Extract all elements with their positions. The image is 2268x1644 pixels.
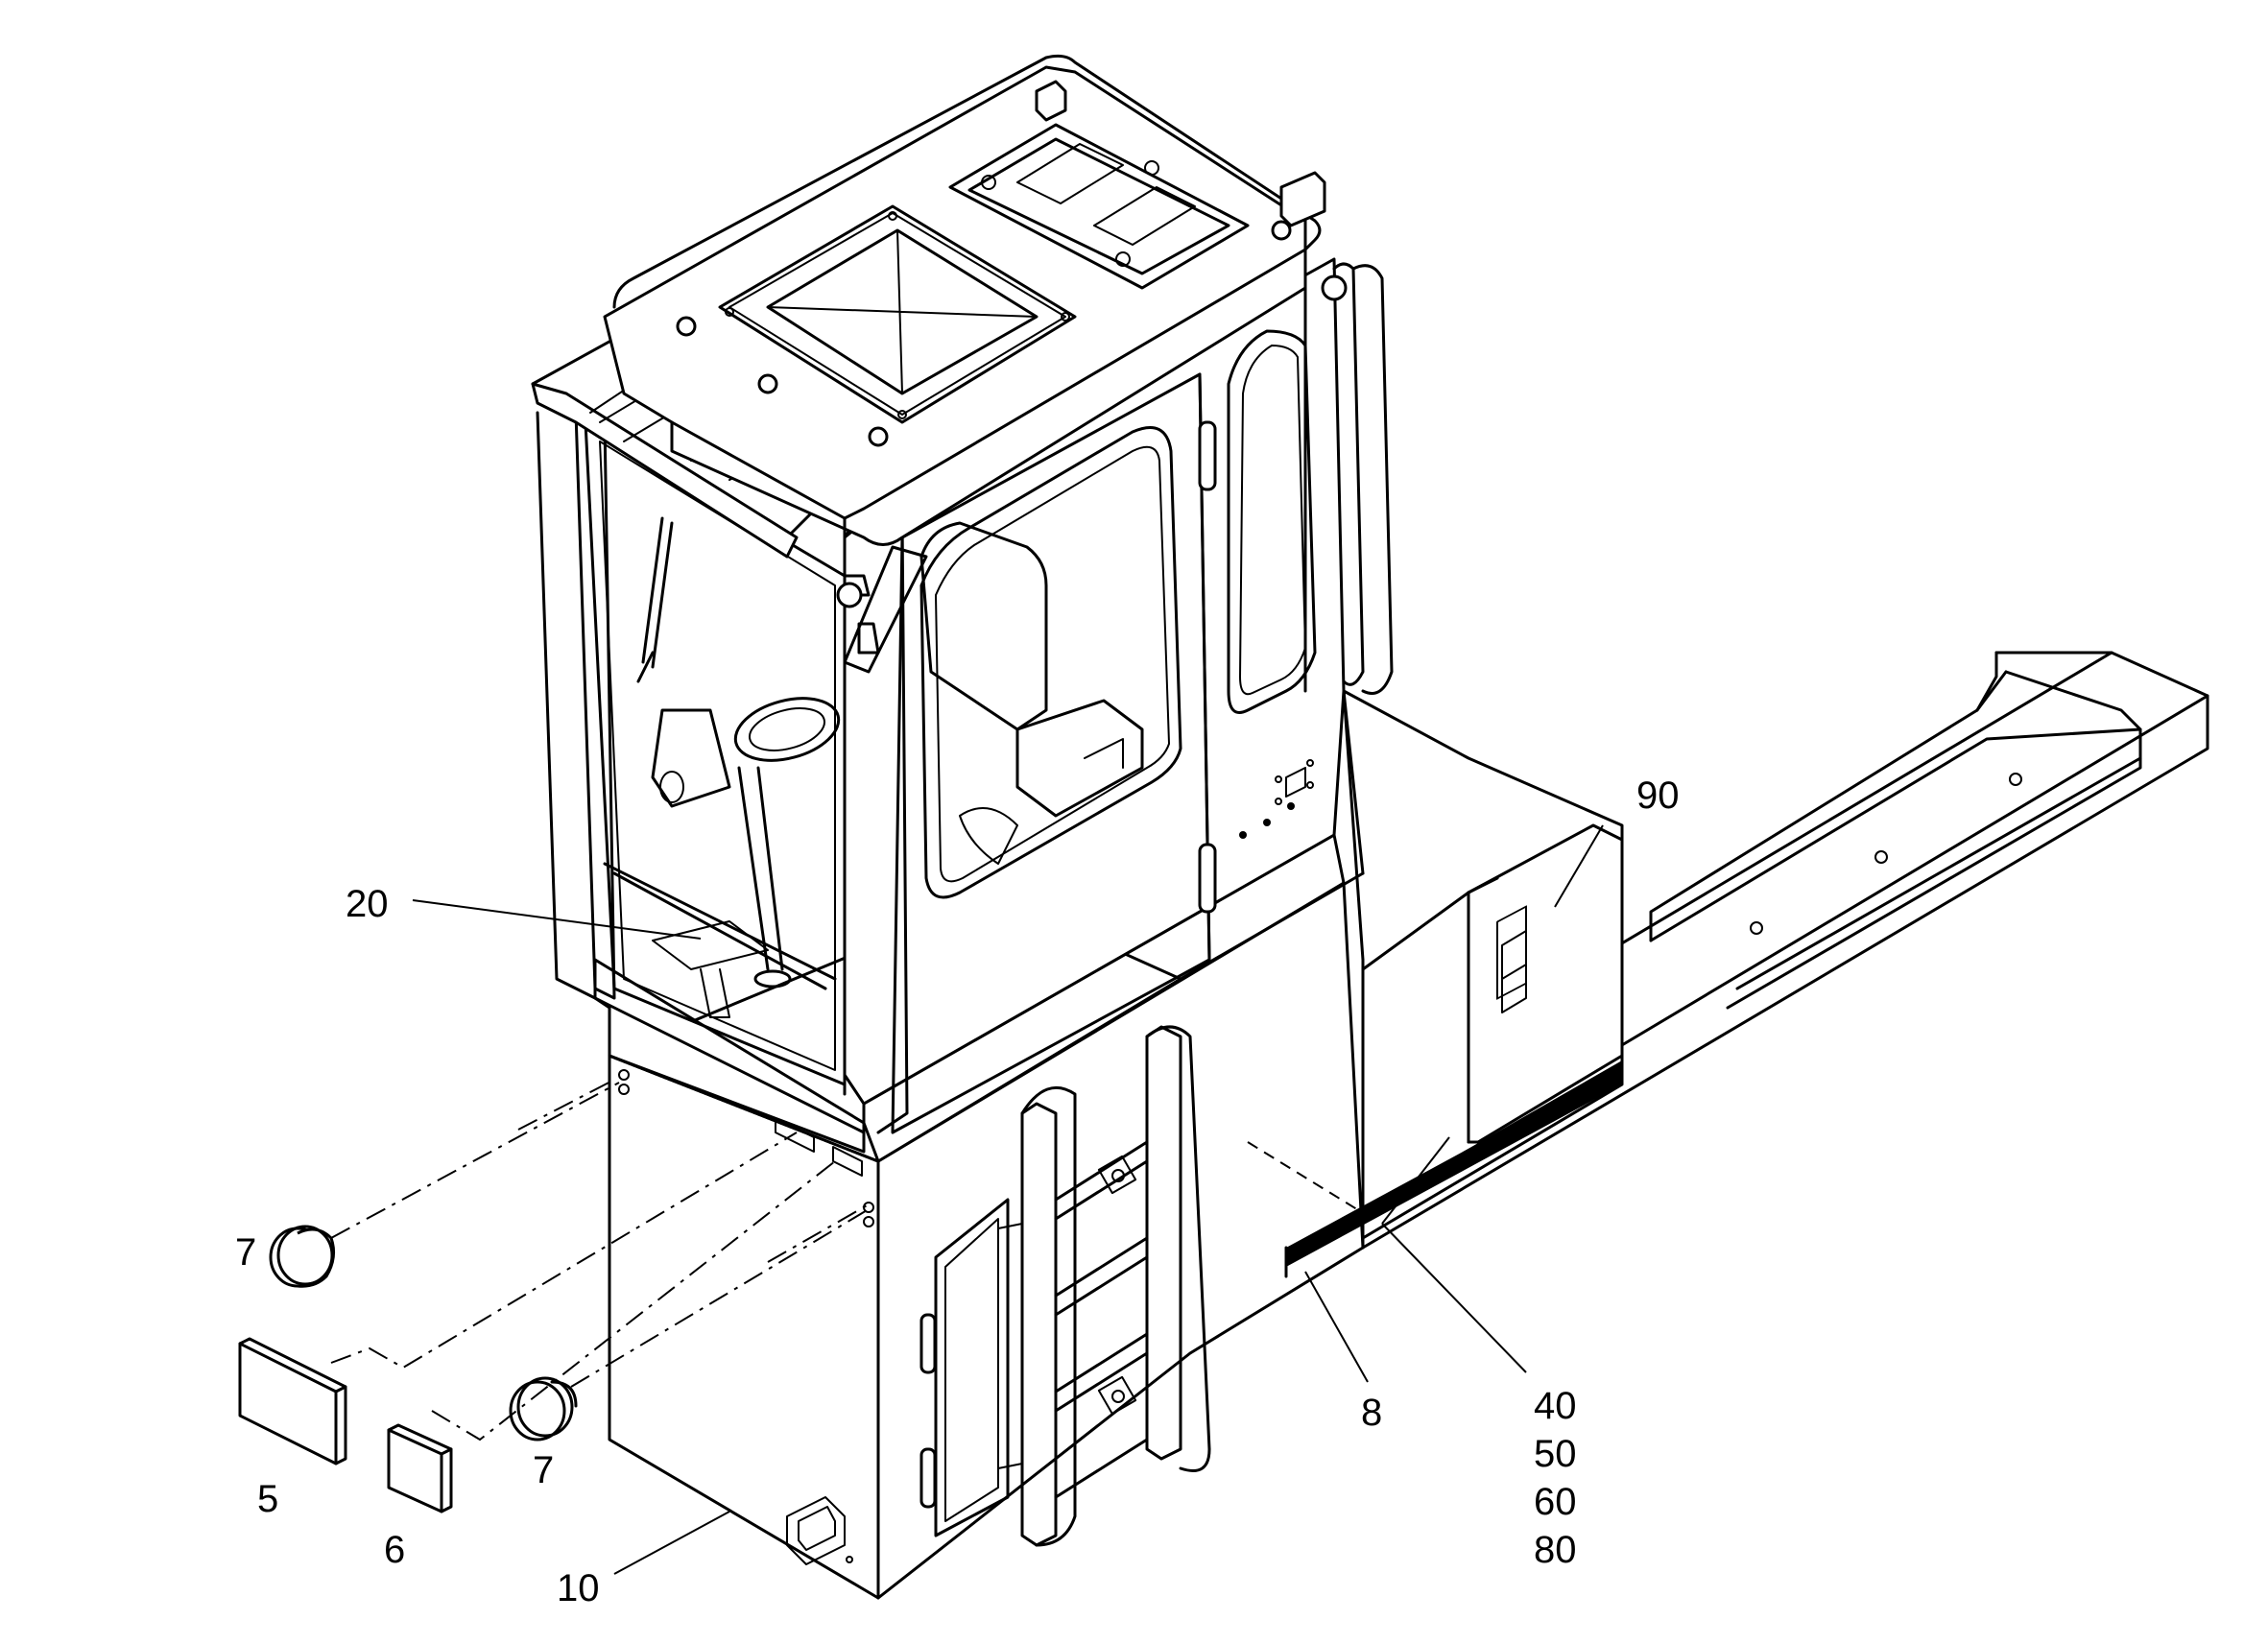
callout-80: 80 (1534, 1529, 1577, 1571)
callout-6: 6 (384, 1529, 405, 1571)
plate-5 (238, 1337, 347, 1465)
callout-8: 8 (1361, 1392, 1382, 1434)
callout-60: 60 (1534, 1481, 1577, 1523)
plate-6 (387, 1423, 453, 1513)
callout-7-lower: 7 (533, 1449, 554, 1491)
callout-20: 20 (346, 883, 389, 925)
callout-90: 90 (1636, 774, 1680, 817)
callout-40: 40 (1534, 1385, 1577, 1427)
leader-lines (412, 824, 1604, 1575)
plug-7-lower (509, 1376, 578, 1441)
plug-7-upper (269, 1225, 336, 1288)
access-ladder (997, 1025, 1211, 1547)
callout-50: 50 (1534, 1433, 1577, 1475)
callout-5: 5 (257, 1478, 278, 1520)
explode-lines (330, 1056, 1373, 1441)
callout-7-upper: 7 (235, 1231, 256, 1274)
callout-10: 10 (557, 1567, 600, 1609)
operator-cab (531, 54, 1394, 1227)
callout-labels: 20 90 7 7 5 6 8 10 40 50 60 80 (235, 774, 1680, 1609)
